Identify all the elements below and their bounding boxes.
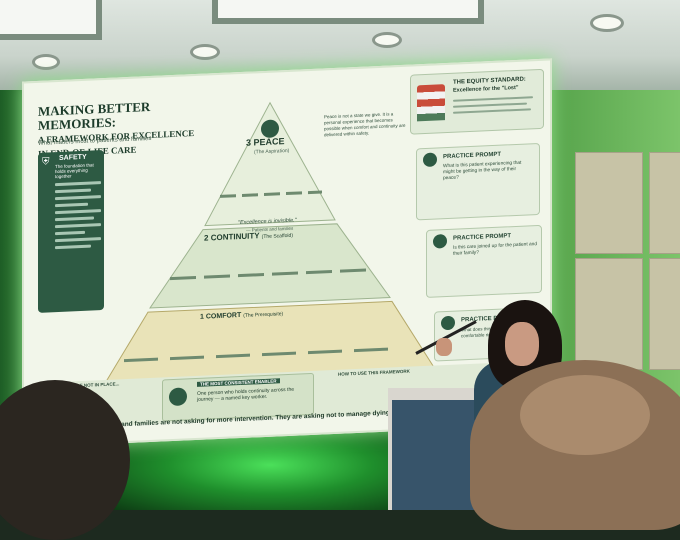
- practice-prompt-peace: PRACTICE PROMPT What is this patient exp…: [416, 142, 540, 221]
- comfort-number: 1: [200, 313, 204, 321]
- people-icon: [433, 234, 447, 249]
- heart-icon: [261, 119, 279, 138]
- ceiling-light-panel-left: [0, 0, 102, 40]
- comfort-item: [262, 351, 296, 357]
- safety-intro: The foundation that holds everything tog…: [55, 162, 94, 180]
- continuity-item: [204, 274, 230, 279]
- peace-label: 3 PEACE: [246, 136, 285, 148]
- safety-item: [55, 209, 101, 215]
- wall-panel: [575, 152, 643, 254]
- safety-panel: ⛨ SAFETY The foundation that holds every…: [38, 149, 104, 313]
- lighthouse-icon: [417, 84, 445, 122]
- comfort-item: [216, 353, 250, 359]
- safety-item: [55, 223, 101, 229]
- shield-icon: ⛨: [42, 156, 50, 168]
- hand-icon: [441, 315, 455, 331]
- enabler-heading: THE MOST CONSISTENT ENABLER: [197, 378, 280, 387]
- comfort-item: [170, 355, 204, 361]
- ceiling-spotlight: [590, 14, 624, 32]
- peace-note: Peace is not a state we give. It is a pe…: [324, 111, 406, 138]
- ceiling-spotlight: [190, 44, 220, 60]
- safety-item: [55, 202, 88, 208]
- continuity-item: [340, 268, 366, 273]
- ceiling-spotlight: [32, 54, 60, 70]
- comfort-item: [354, 347, 388, 353]
- audience-hair-highlight: [520, 375, 650, 455]
- peace-item: [308, 190, 322, 195]
- heart-icon: [423, 152, 437, 168]
- peace-item: [264, 192, 280, 197]
- safety-item: [55, 237, 101, 243]
- safety-item: [55, 216, 94, 222]
- enabler-text: One person who holds continuity across t…: [197, 386, 294, 403]
- wall-panel: [649, 258, 680, 370]
- practice-prompt-continuity: PRACTICE PROMPT Is this care joined up f…: [426, 224, 542, 298]
- peace-heading: PEACE: [253, 136, 285, 148]
- pyramid-level-continuity: [149, 223, 391, 309]
- ceiling-spotlight: [372, 32, 402, 48]
- safety-item: [55, 195, 101, 201]
- comfort-item: [308, 349, 342, 355]
- peace-item: [286, 191, 302, 196]
- safety-item: [55, 230, 85, 236]
- projection-screen: MAKING BETTER MEMORIES: A FRAMEWORK FOR …: [22, 58, 552, 448]
- safety-heading: SAFETY: [59, 153, 87, 162]
- equity-subheading: Excellence for the "Lost": [453, 84, 519, 94]
- equity-line: [453, 102, 527, 108]
- peace-number: 3: [246, 137, 252, 148]
- how-to-use: HOW TO USE THIS FRAMEWORK: [338, 368, 410, 377]
- safety-item: [55, 188, 91, 194]
- speaker-face: [505, 322, 539, 366]
- prompt-heading: PRACTICE PROMPT: [443, 151, 502, 161]
- continuity-item: [238, 273, 264, 278]
- equity-line: [453, 108, 531, 114]
- safety-item: [55, 181, 101, 187]
- safety-item: [55, 244, 91, 250]
- person-icon: [169, 387, 187, 407]
- wall-panel: [649, 152, 680, 254]
- continuity-item: [272, 271, 298, 276]
- peace-item: [220, 194, 236, 198]
- prompt-text: What is this patient experiencing that m…: [443, 160, 522, 182]
- prompt-text: Is this care joined up for the patient a…: [453, 242, 537, 257]
- continuity-number: 2: [204, 233, 209, 243]
- prompt-heading: PRACTICE PROMPT: [453, 233, 512, 242]
- wall-panel: [575, 258, 643, 370]
- comfort-item: [124, 357, 158, 363]
- pyramid-diagram: [103, 101, 437, 386]
- ceiling-light-panel-center: [212, 0, 484, 24]
- peace-item: [242, 193, 258, 197]
- pyramid-level-peace: [204, 101, 336, 227]
- equity-line: [453, 96, 533, 102]
- equity-standard-box: THE EQUITY STANDARD: Excellence for the …: [410, 68, 544, 135]
- speaker-hand: [436, 338, 452, 356]
- continuity-item: [170, 275, 196, 281]
- continuity-item: [306, 270, 332, 275]
